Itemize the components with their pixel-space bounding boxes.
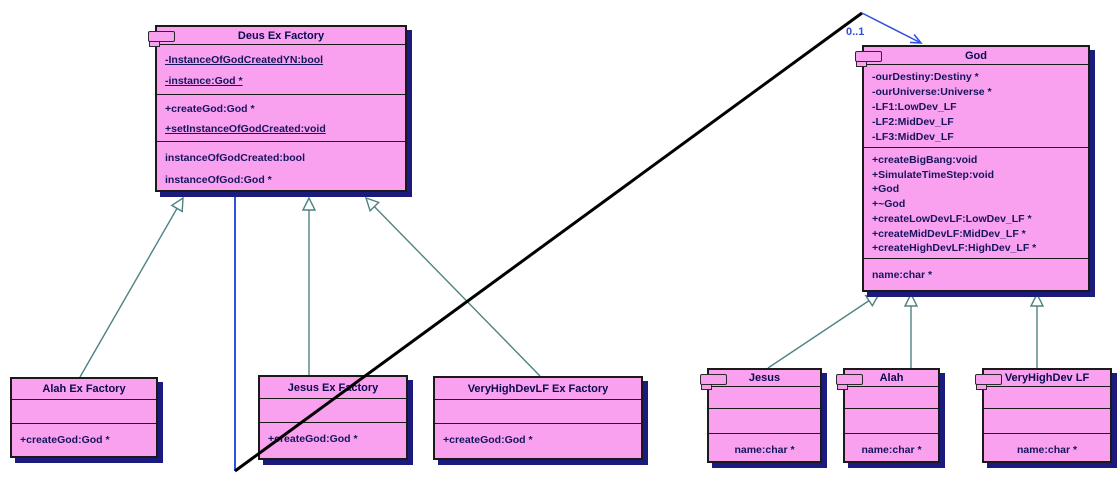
class-member: +~God <box>872 198 906 211</box>
class-member: +createGod:God * <box>443 434 533 446</box>
class-section-properties: name:char * <box>709 434 820 465</box>
uml-class-god[interactable]: God -ourDestiny:Destiny * -ourUniverse:Uni… <box>855 45 1090 294</box>
class-section-methods <box>845 409 938 434</box>
class-member: -instance:God * <box>165 75 243 87</box>
class-member: +createGod:God * <box>268 433 358 445</box>
class-section-attributes <box>984 387 1110 409</box>
class-section-methods: +createBigBang:void +SimulateTimeStep:voi… <box>864 148 1088 259</box>
class-member: +createMidDevLF:MidDev_LF * <box>872 227 1026 240</box>
class-icon <box>700 374 727 390</box>
class-section-attributes <box>845 387 938 409</box>
class-member: instanceOfGod:God * <box>165 174 272 186</box>
class-member: +God <box>872 183 900 196</box>
class-section-properties: name:char * <box>864 259 1088 294</box>
class-icon <box>855 51 882 67</box>
uml-class-jesus-ex-factory[interactable]: Jesus Ex Factory +createGod:God * <box>258 375 408 460</box>
class-member: -InstanceOfGodCreatedYN:bool <box>165 54 324 66</box>
class-title: Deus Ex Factory <box>157 27 405 45</box>
uml-class-deus-ex-factory[interactable]: Deus Ex Factory-InstanceOfGodCreatedYN:b… <box>148 25 407 194</box>
class-section-attributes: -InstanceOfGodCreatedYN:bool -instance:Go… <box>157 45 405 95</box>
class-member: -ourDestiny:Destiny * <box>872 71 979 83</box>
class-section-attributes <box>435 400 641 424</box>
class-member: +SimulateTimeStep:void <box>872 168 995 181</box>
class-member: name:char * <box>861 444 922 456</box>
class-member: +createHighDevLF:HighDev_LF * <box>872 242 1037 255</box>
class-icon <box>148 31 175 47</box>
class-member: name:char * <box>734 444 795 456</box>
uml-class-alah[interactable]: Alah name:char * <box>836 368 940 465</box>
class-member: +createGod:God * <box>20 434 110 446</box>
class-member: name:char * <box>1016 444 1078 456</box>
class-section-methods: +createGod:God * <box>260 423 406 462</box>
class-icon <box>836 374 863 390</box>
class-section-properties: name:char * <box>984 434 1110 465</box>
uml-class-veryhighdevlf-ex-factory[interactable]: VeryHighDevLF Ex Factory +createGod:God * <box>433 376 643 460</box>
class-member: instanceOfGodCreated:bool <box>165 152 306 164</box>
class-member: +setInstanceOfGodCreated:void <box>165 122 326 135</box>
class-section-attributes <box>12 400 156 424</box>
class-member: +createBigBang:void <box>872 154 978 166</box>
class-section-methods: +createGod:God * <box>12 424 156 460</box>
class-section-attributes <box>260 399 406 423</box>
class-section-methods: +createGod:God * <box>435 424 641 462</box>
class-title: Jesus Ex Factory <box>260 377 406 399</box>
class-member: -LF3:MidDev_LF <box>872 131 954 143</box>
uml-class-veryhighdev-lf[interactable]: VeryHighDev LF name:char * <box>975 368 1112 465</box>
class-member: -LF1:LowDev_LF <box>872 101 957 113</box>
class-section-methods: +createGod:God * +setInstanceOfGodCreated… <box>157 95 405 142</box>
class-section-attributes: -ourDestiny:Destiny * -ourUniverse:Univer… <box>864 65 1088 148</box>
class-member: +createGod:God * <box>165 103 255 115</box>
class-section-methods <box>709 409 820 434</box>
class-title: VeryHighDevLF Ex Factory <box>435 378 641 400</box>
class-title: VeryHighDev LF <box>984 370 1110 387</box>
class-icon <box>975 374 1002 390</box>
class-section-properties: name:char * <box>845 434 938 465</box>
class-title: Alah Ex Factory <box>12 379 156 400</box>
class-title: God <box>864 47 1088 65</box>
class-member: name:char * <box>872 269 933 281</box>
class-section-methods <box>984 409 1110 434</box>
class-member: -LF2:MidDev_LF <box>872 116 954 128</box>
class-member: -ourUniverse:Universe * <box>872 86 992 98</box>
class-member: +createLowDevLF:LowDev_LF * <box>872 212 1032 225</box>
uml-class-alah-ex-factory[interactable]: Alah Ex Factory +createGod:God * <box>10 377 158 458</box>
class-section-attributes <box>709 387 820 409</box>
class-title: Alah <box>845 370 938 387</box>
class-section-properties: instanceOfGodCreated:bool instanceOfGod:G… <box>157 142 405 194</box>
